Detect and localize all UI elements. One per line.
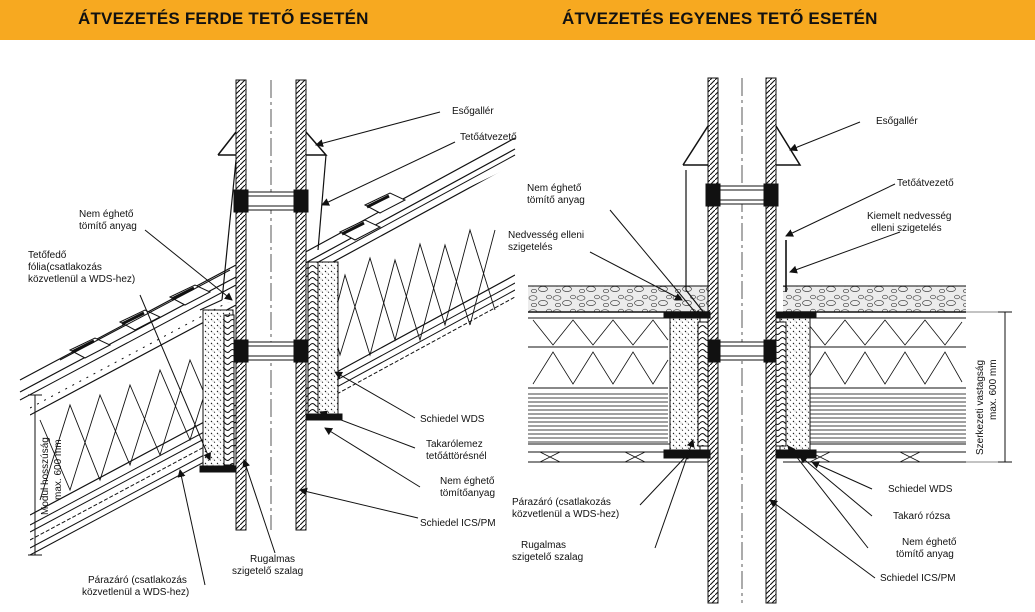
label-rain-collar-left: Esőgallér — [452, 106, 494, 117]
label-vapor-barrier-right-2: közvetlenül a WDS-hez) — [512, 509, 619, 520]
pitched-roof-drawing — [19, 79, 516, 586]
label-sealant-left-b1: Nem éghető — [440, 476, 495, 487]
label-vapor-barrier-left-1: Párazáró (csatlakozás — [88, 575, 187, 586]
flat-roof-labels: Esőgallér Tetőátvezető Kiemelt nedvesség… — [508, 116, 999, 584]
chimney-wall-left-a — [235, 79, 247, 531]
label-vapor-barrier-left-2: közvetlenül a WDS-hez) — [82, 587, 189, 598]
label-roof-flashing-right: Tetőátvezető — [897, 178, 954, 189]
label-roof-foil-3: közvetlenül a WDS-hez) — [28, 274, 135, 285]
label-elastic-tape-right-2: szigetelő szalag — [512, 552, 583, 563]
label-ics-left: Schiedel ICS/PM — [420, 518, 496, 529]
label-elastic-tape-left-1: Rugalmas — [250, 554, 295, 565]
label-damp-proofing-1: Nedvesség elleni — [508, 230, 584, 241]
label-sealant-right-b1: Nem éghető — [902, 537, 957, 548]
label-sealant-right-1: Nem éghető — [527, 183, 582, 194]
label-vapor-barrier-right-1: Párazáró (csatlakozás — [512, 497, 611, 508]
label-structural-thickness: Szerkezeti vastagság — [975, 360, 986, 455]
label-roof-foil-2: fólia(csatlakozás — [28, 262, 102, 273]
label-sealant-right-2: tömítő anyag — [527, 195, 585, 206]
title-pitched-roof: ÁTVEZETÉS FERDE TETŐ ESETÉN — [78, 9, 369, 28]
label-elastic-tape-right-1: Rugalmas — [521, 540, 566, 551]
label-sealant-left-b2: tömítőanyag — [440, 488, 495, 499]
label-wds-right: Schiedel WDS — [888, 484, 953, 495]
label-roof-foil-1: Tetőfedő — [28, 250, 67, 261]
label-module-max: max. 600 mm — [53, 439, 64, 500]
pitched-roof-labels: Esőgallér Tetőátvezető Nem éghető tömítő… — [28, 106, 517, 598]
header-bar — [0, 0, 1035, 40]
roof-tiles-left — [59, 269, 231, 361]
label-structural-max: max. 600 mm — [988, 359, 999, 420]
label-raised-damp-proofing-1: Kiemelt nedvesség — [867, 211, 952, 222]
label-damp-proofing-2: szigetelés — [508, 242, 552, 253]
label-cover-plate-1: Takarólemez — [426, 439, 483, 450]
roof-tiles-right — [338, 192, 407, 241]
label-module-length: Modul hosszúság — [40, 437, 51, 515]
label-sealant-left-1: Nem éghető — [79, 209, 134, 220]
label-ics-right: Schiedel ICS/PM — [880, 573, 956, 584]
roof-layers-left — [30, 300, 236, 560]
label-raised-damp-proofing-2: elleni szigetelés — [871, 223, 942, 234]
label-cover-plate-2: tetőáttörésnél — [426, 451, 487, 462]
label-elastic-tape-left-2: szigetelő szalag — [232, 566, 303, 577]
flat-roof-drawing — [528, 77, 1012, 604]
label-sealant-right-b2: tömítő anyag — [896, 549, 954, 560]
label-rain-collar-right: Esőgallér — [876, 116, 918, 127]
label-wds-left: Schiedel WDS — [420, 414, 485, 425]
title-flat-roof: ÁTVEZETÉS EGYENES TETŐ ESETÉN — [562, 9, 878, 28]
label-roof-flashing-left: Tetőátvezető — [460, 132, 517, 143]
label-cover-rosette: Takaró rózsa — [893, 511, 951, 522]
chimney-wall-left-b — [295, 79, 307, 531]
label-sealant-left-2: tömítő anyag — [79, 221, 137, 232]
